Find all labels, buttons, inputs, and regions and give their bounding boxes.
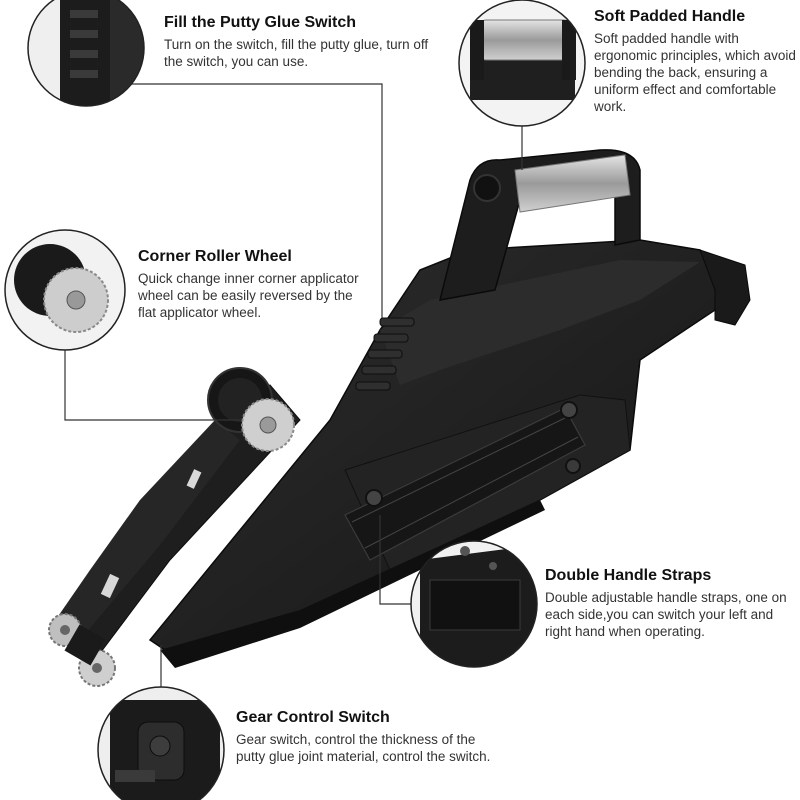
callout-fill-switch: Fill the Putty Glue Switch Turn on the s… — [164, 14, 444, 70]
arm-slot-2 — [186, 469, 202, 489]
detail-gear-switch — [97, 686, 225, 800]
callout-corner-roller-title: Corner Roller Wheel — [138, 248, 292, 265]
callout-soft-handle: Soft Padded Handle Soft padded handle wi… — [594, 8, 799, 115]
leader-corner-roller — [64, 350, 242, 421]
leader-handle-straps — [379, 515, 411, 605]
arm-slot-1 — [100, 573, 120, 599]
callout-corner-roller: Corner Roller Wheel Quick change inner c… — [138, 248, 368, 321]
callout-corner-roller-desc: Quick change inner corner applicator whe… — [138, 271, 359, 320]
handle-pivot — [473, 174, 501, 202]
callout-soft-handle-title: Soft Padded Handle — [594, 8, 746, 25]
drywall-taping-tool — [48, 149, 751, 687]
corner-roller-wheel — [207, 367, 295, 452]
detail-corner-roller — [4, 229, 126, 351]
detail-handle-straps — [410, 540, 538, 668]
callout-soft-handle-desc: Soft padded handle with ergonomic princi… — [594, 31, 796, 114]
front-wheels — [48, 613, 116, 687]
body-bottom-edge — [160, 500, 545, 668]
rear-bracket — [699, 249, 751, 326]
body-top-ridge — [380, 260, 700, 385]
detail-soft-handle — [458, 0, 586, 127]
callout-gear-switch-title: Gear Control Switch — [236, 709, 390, 726]
leader-lines — [64, 83, 523, 687]
fill-switch-hinge — [355, 317, 415, 391]
callout-handle-straps: Double Handle Straps Double adjustable h… — [545, 567, 795, 640]
detail-fill-switch — [27, 0, 145, 107]
callout-gear-switch-desc: Gear switch, control the thickness of th… — [236, 732, 491, 764]
handle-strap — [344, 401, 586, 561]
handle-grip — [514, 154, 631, 213]
callout-fill-switch-title: Fill the Putty Glue Switch — [164, 14, 357, 31]
callout-gear-switch: Gear Control Switch Gear switch, control… — [236, 709, 496, 765]
callout-fill-switch-desc: Turn on the switch, fill the putty glue,… — [164, 37, 429, 69]
callout-handle-straps-title: Double Handle Straps — [545, 567, 712, 584]
callout-handle-straps-desc: Double adjustable handle straps, one on … — [545, 590, 787, 639]
leader-fill-switch — [126, 83, 383, 318]
